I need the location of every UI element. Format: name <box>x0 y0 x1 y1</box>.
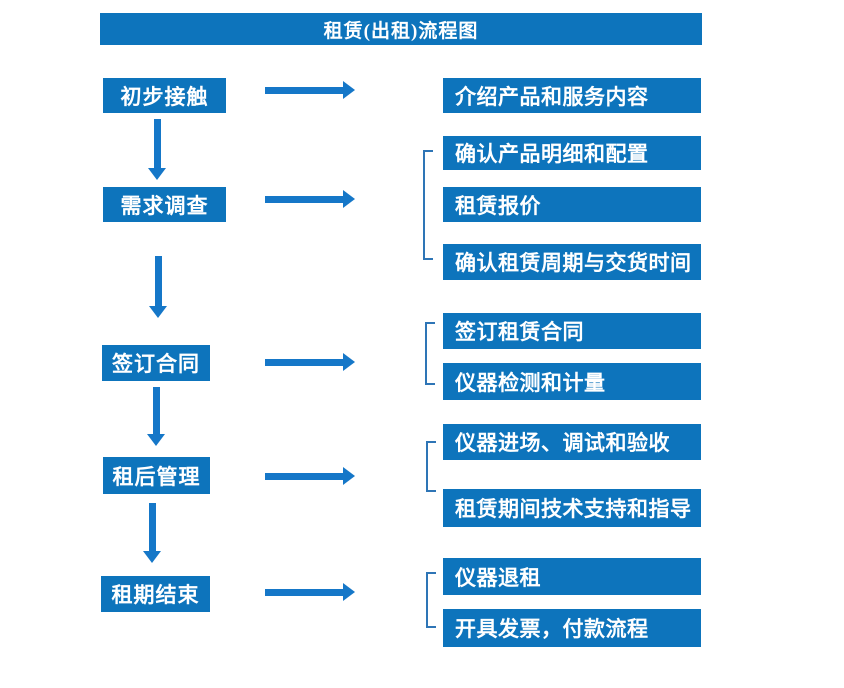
down-arrow-1 <box>148 119 166 180</box>
step-box-post-rental: 租后管理 <box>103 457 210 494</box>
right-arrow-4 <box>265 467 355 485</box>
step-box-rental-end: 租期结束 <box>101 576 210 612</box>
bracket-group-2 <box>423 150 433 260</box>
down-arrow-3 <box>147 387 165 446</box>
detail-box-instrument-testing: 仪器检测和计量 <box>443 363 701 400</box>
bracket-group-4 <box>426 441 436 492</box>
detail-box-instrument-entry: 仪器进场、调试和验收 <box>443 424 701 460</box>
detail-box-confirm-product: 确认产品明细和配置 <box>443 136 701 170</box>
bracket-group-3 <box>425 322 435 385</box>
right-arrow-5 <box>265 583 355 601</box>
detail-box-sign-rental-contract: 签订租赁合同 <box>443 313 701 349</box>
down-arrow-4 <box>143 503 161 563</box>
right-arrow-1 <box>265 81 355 99</box>
page-title: 租赁(出租)流程图 <box>323 20 479 42</box>
detail-box-rental-quote: 租赁报价 <box>443 187 701 222</box>
title-bar: 租赁(出租)流程图 <box>100 13 702 45</box>
right-arrow-2 <box>265 190 355 208</box>
bracket-group-5 <box>426 572 436 628</box>
detail-box-tech-support: 租赁期间技术支持和指导 <box>443 489 701 527</box>
step-box-initial-contact: 初步接触 <box>103 78 226 113</box>
detail-box-introduce-products: 介绍产品和服务内容 <box>443 78 701 113</box>
down-arrow-2 <box>149 256 167 318</box>
detail-box-confirm-period: 确认租赁周期与交货时间 <box>443 244 701 280</box>
step-box-demand-survey: 需求调查 <box>103 187 226 222</box>
detail-box-instrument-return: 仪器退租 <box>443 558 701 595</box>
step-box-sign-contract: 签订合同 <box>102 345 210 381</box>
detail-box-invoice-payment: 开具发票，付款流程 <box>443 609 701 647</box>
right-arrow-3 <box>265 353 355 371</box>
